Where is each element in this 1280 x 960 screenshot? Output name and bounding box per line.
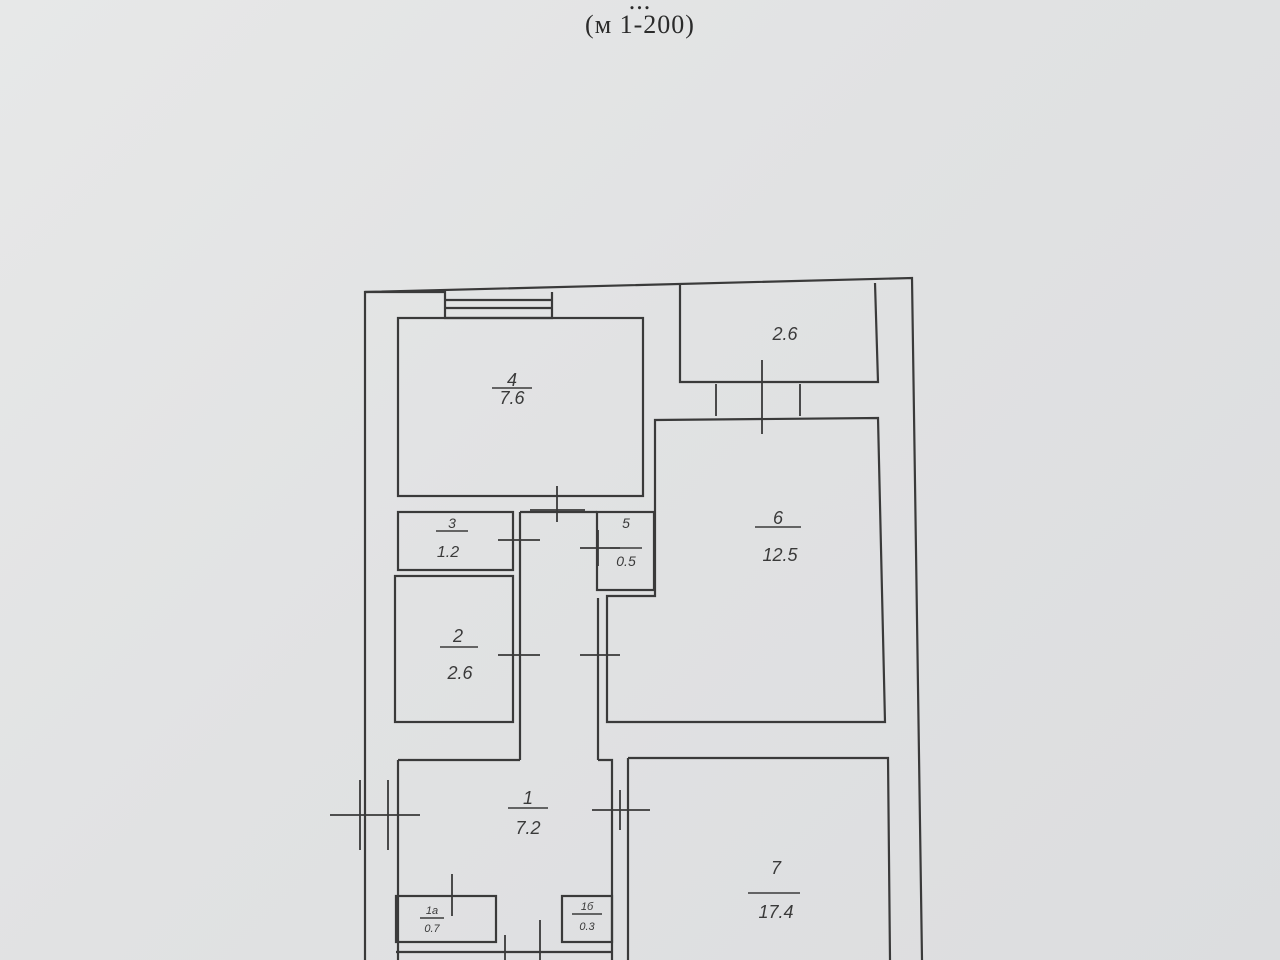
room-3-outline (396, 510, 515, 572)
room-label-7: 7 17.4 (748, 858, 800, 922)
svg-text:5: 5 (622, 515, 630, 531)
room-label-closet-b: 1б 0.3 (572, 901, 602, 933)
svg-text:7.2: 7.2 (515, 818, 540, 838)
svg-text:3: 3 (448, 515, 456, 531)
room-2-outline (393, 574, 515, 724)
room-label-closet-a: 1a 0.7 (420, 905, 444, 935)
svg-text:2.6: 2.6 (446, 663, 473, 683)
room-4-outline (396, 316, 645, 498)
svg-text:0.5: 0.5 (616, 553, 636, 569)
closet-a-outline (394, 894, 498, 944)
corridor-walls (518, 510, 600, 760)
room-6-outline (605, 416, 887, 724)
svg-text:1: 1 (523, 788, 533, 808)
room-7-outline (626, 756, 892, 960)
room-label-balcony: 2.6 (771, 324, 798, 344)
closet-b-outline (560, 894, 614, 944)
svg-text:17.4: 17.4 (758, 902, 793, 922)
svg-text:7.6: 7.6 (499, 388, 525, 408)
svg-text:12.5: 12.5 (762, 545, 798, 565)
svg-text:2.6: 2.6 (771, 324, 798, 344)
room-1-outline (396, 758, 614, 960)
svg-text:4: 4 (507, 370, 517, 390)
room-label-2: 2 2.6 (440, 626, 478, 683)
svg-text:1б: 1б (581, 901, 594, 913)
room-label-4: 4 7.6 (492, 370, 532, 408)
room-5-outline (595, 510, 656, 592)
svg-text:0.7: 0.7 (424, 923, 440, 935)
svg-text:2: 2 (452, 626, 463, 646)
svg-text:7: 7 (771, 858, 782, 878)
balcony-outline (678, 282, 880, 384)
svg-text:1a: 1a (426, 905, 438, 917)
plan-title-cropped: ... (628, 0, 652, 15)
room-label-5: 5 0.5 (610, 515, 642, 569)
room-label-3: 3 1.2 (436, 515, 468, 561)
svg-text:0.3: 0.3 (579, 921, 595, 933)
door-marks (330, 360, 801, 960)
room-label-1: 1 7.2 (508, 788, 548, 838)
svg-text:6: 6 (773, 508, 784, 528)
room-label-6: 6 12.5 (755, 508, 801, 565)
plan-scale: (м 1-200) (585, 10, 695, 39)
svg-text:1.2: 1.2 (437, 544, 459, 561)
